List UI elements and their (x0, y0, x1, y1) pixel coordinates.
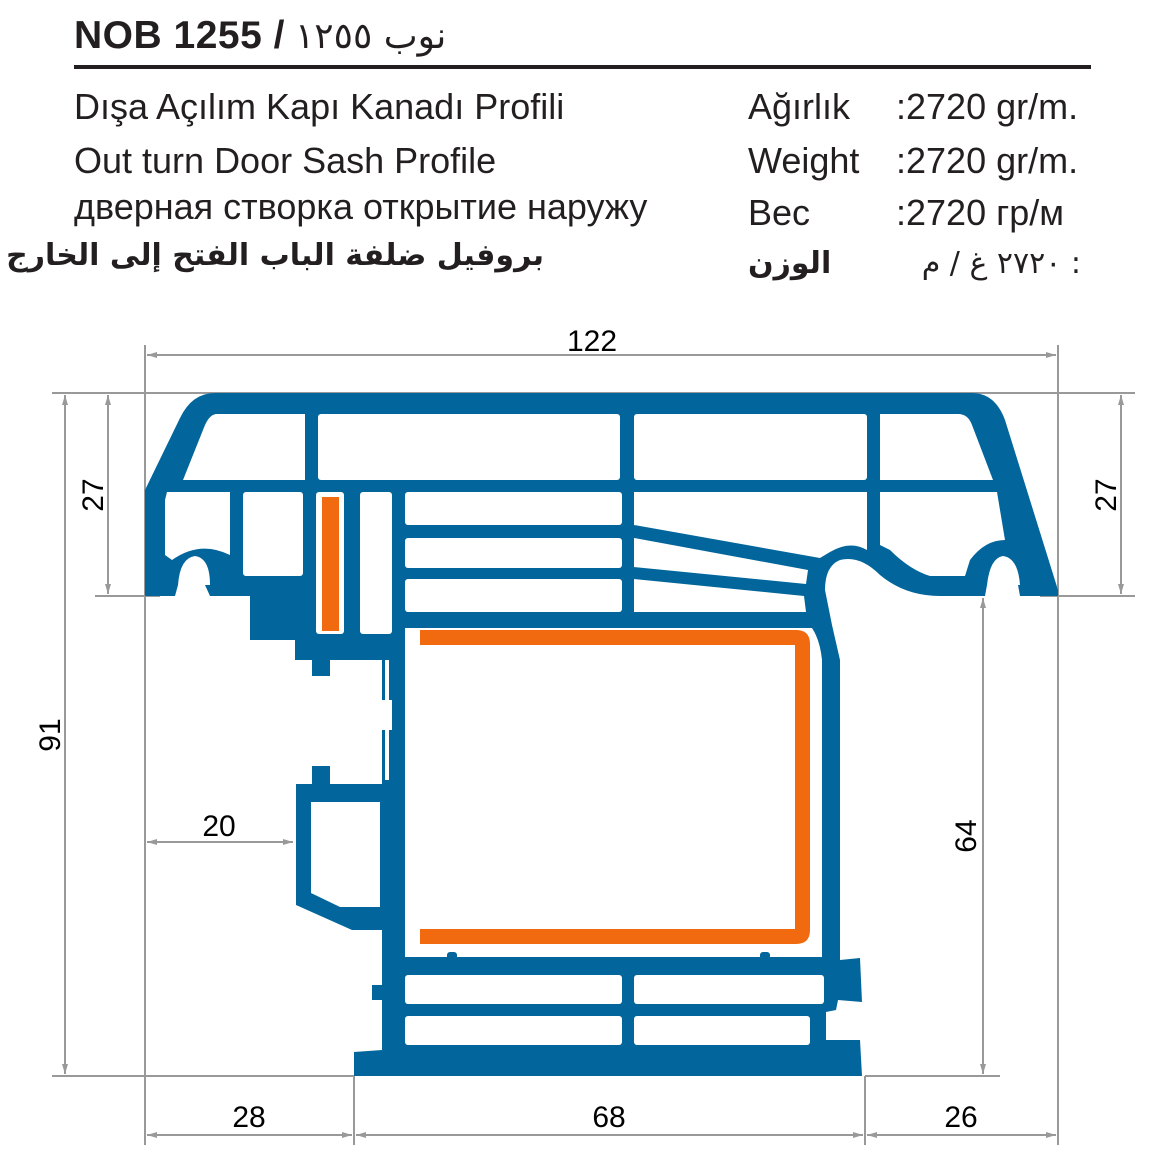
weight-label-turkish: Ağırlık (748, 86, 851, 127)
weight-label-arabic: الوزن (748, 246, 832, 281)
weight-value-turkish: :2720 gr/m. (896, 86, 1079, 127)
dim-right-lower-height: 64 (950, 819, 983, 852)
bead-clips (447, 952, 770, 964)
weight-value-arabic: : ٢٧٢٠ غ / م (921, 246, 1081, 281)
profile-code-arabic: نوب ١٢٥٥ (294, 16, 447, 57)
title-divider (74, 65, 1091, 69)
dim-overall-width: 122 (567, 325, 617, 358)
description-turkish: Dışa Açılım Kapı Kanadı Profili (74, 86, 565, 127)
dim-left-offset: 20 (202, 810, 235, 843)
weight-value-russian: :2720 гр/м (896, 192, 1064, 233)
dim-top-height-left: 27 (77, 478, 110, 511)
profile-chambers (165, 414, 1020, 1045)
dim-overall-height: 91 (34, 718, 67, 751)
description-english: Out turn Door Sash Profile (74, 140, 497, 181)
page-title: NOB 1255 /نوب ١٢٥٥ (74, 14, 446, 58)
dim-top-height-right: 27 (1090, 478, 1123, 511)
dim-bottom-middle: 68 (592, 1101, 625, 1134)
weight-value-english: :2720 gr/m. (896, 140, 1079, 181)
description-russian: дверная створка открытие наружу (74, 186, 648, 227)
weight-label-russian: Bec (748, 192, 811, 233)
profile-code: NOB 1255 / (74, 14, 285, 57)
dim-bottom-right: 26 (944, 1101, 977, 1134)
weight-label-english: Weight (748, 140, 860, 181)
description-arabic: بروفيل ضلفة الباب الفتح إلى الخارج (6, 238, 544, 273)
steel-reinforcement (322, 497, 810, 944)
dim-bottom-left: 28 (232, 1101, 265, 1134)
small-reinforcement (322, 497, 339, 631)
